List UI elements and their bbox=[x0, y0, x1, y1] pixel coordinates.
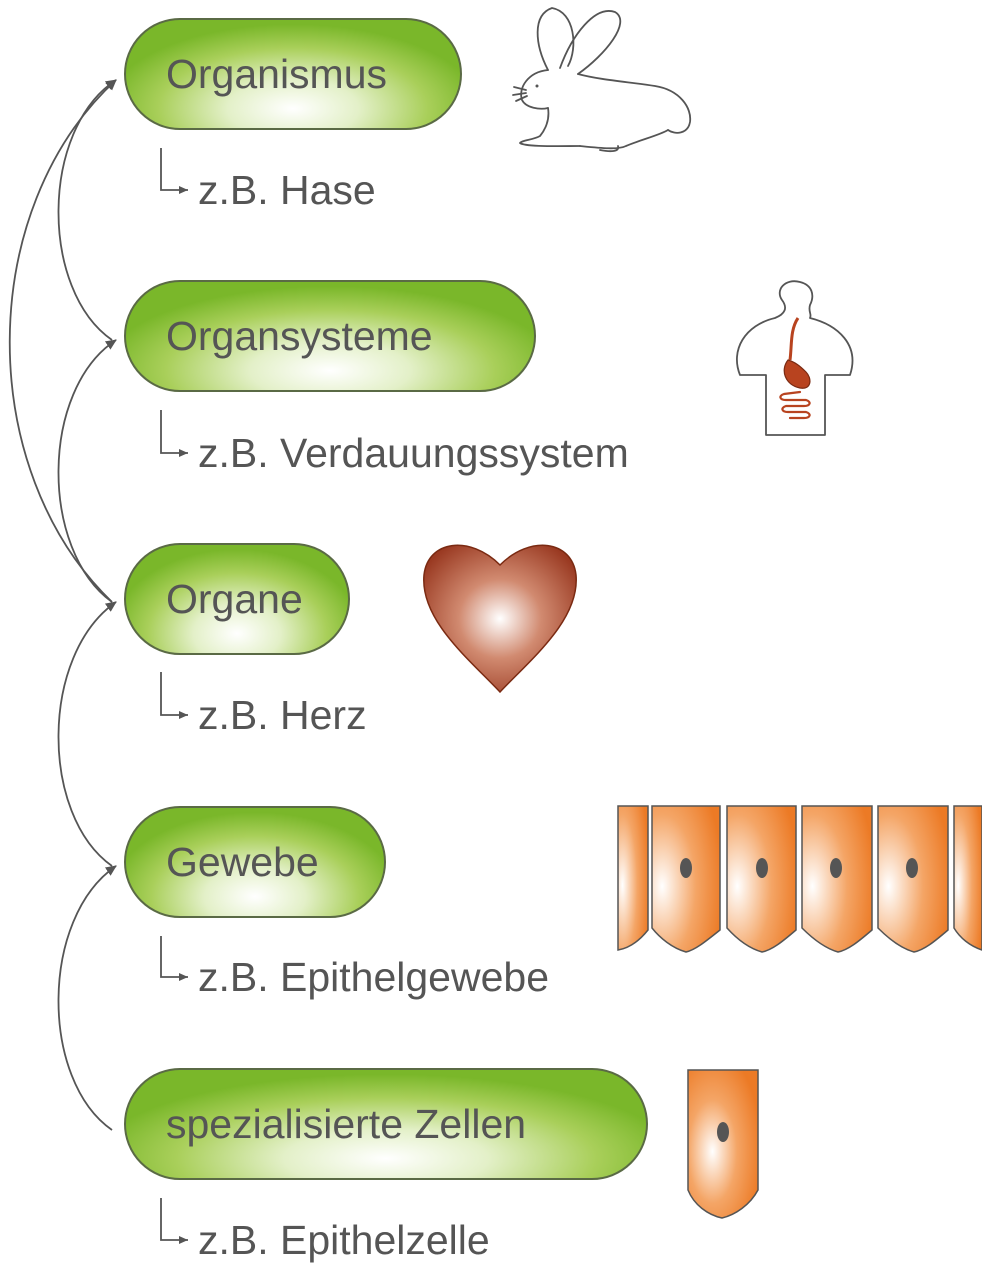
level-organsysteme: Organsysteme bbox=[124, 280, 536, 392]
epithelial-tissue-icon bbox=[617, 805, 982, 953]
level-label: Organe bbox=[166, 575, 303, 622]
epithelial-cell-icon bbox=[687, 1069, 759, 1219]
example-zellen: z.B. Epithelzelle bbox=[198, 1217, 490, 1263]
example-arrow-1 bbox=[160, 148, 188, 194]
level-label: Organismus bbox=[166, 50, 388, 97]
example-organsysteme: z.B. Verdauungssystem bbox=[198, 430, 629, 476]
level-spezialisierte-zellen: spezialisierte Zellen bbox=[124, 1068, 648, 1180]
arrow-organe-to-organismus bbox=[8, 79, 117, 603]
example-gewebe: z.B. Epithelgewebe bbox=[198, 954, 550, 1000]
level-gewebe: Gewebe bbox=[124, 806, 386, 918]
example-arrow-2 bbox=[160, 410, 188, 457]
example-organe: z.B. Herz bbox=[198, 692, 367, 738]
example-arrow-5 bbox=[160, 1198, 188, 1244]
rabbit-icon bbox=[512, 7, 691, 153]
example-arrow-3 bbox=[160, 672, 188, 719]
level-organismus: Organismus bbox=[124, 18, 462, 130]
level-organe: Organe bbox=[124, 543, 350, 655]
heart-icon bbox=[423, 544, 577, 694]
level-label: spezialisierte Zellen bbox=[166, 1100, 527, 1147]
digestive-system-icon bbox=[736, 280, 854, 436]
arrow-organe-to-organsysteme bbox=[57, 339, 117, 603]
arrow-zellen-to-gewebe bbox=[57, 865, 117, 1131]
level-label: Gewebe bbox=[166, 838, 319, 885]
example-organismus: z.B. Hase bbox=[198, 167, 376, 213]
example-arrow-4 bbox=[160, 936, 188, 981]
level-label: Organsysteme bbox=[166, 312, 433, 359]
arrow-organsysteme-to-organismus bbox=[57, 79, 117, 341]
arrow-gewebe-to-organe bbox=[57, 601, 117, 867]
